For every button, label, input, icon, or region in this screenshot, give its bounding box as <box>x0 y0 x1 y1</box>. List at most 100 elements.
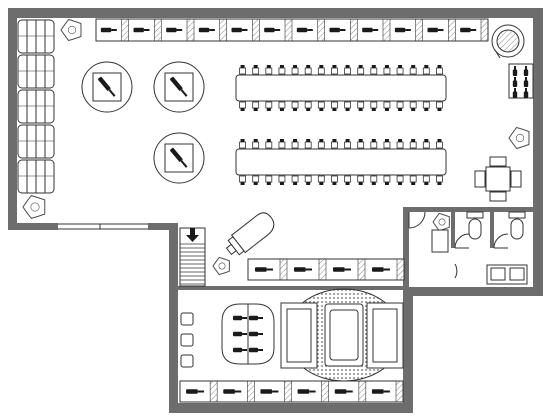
shelf-section <box>198 18 227 42</box>
barrel-icon <box>17 54 55 89</box>
shelf-section <box>260 380 292 403</box>
display-table <box>153 61 205 113</box>
chair-icon <box>291 101 299 111</box>
chair-icon <box>422 65 430 75</box>
chair-icon <box>383 139 391 149</box>
wine-bottle-icon <box>512 77 518 87</box>
chair-icon <box>396 101 404 111</box>
chair-icon <box>370 175 378 185</box>
chair-icon <box>278 139 286 149</box>
staircase <box>179 227 206 287</box>
shelf-section <box>296 18 325 42</box>
entrance-window <box>58 223 148 230</box>
chair-icon <box>409 175 417 185</box>
chair-icon <box>344 175 351 185</box>
wine-bottle-icon <box>296 27 313 33</box>
chair-icon <box>357 139 365 149</box>
potted-plant-icon <box>508 126 530 150</box>
chair-icon <box>291 139 299 149</box>
chair-icon <box>344 101 351 111</box>
chair-icon <box>278 101 286 111</box>
wine-bottle-icon <box>362 27 379 33</box>
chair-icon <box>252 175 260 185</box>
wine-bottle-icon <box>166 27 183 33</box>
wine-bottle-icon <box>223 389 242 394</box>
shelf-section <box>100 18 129 42</box>
chair-icon <box>436 101 443 111</box>
shelf-section <box>255 258 288 281</box>
lounge <box>280 288 404 382</box>
shelf-section <box>223 380 255 403</box>
chair-icon <box>396 175 404 185</box>
chair-icon <box>239 175 246 185</box>
chair-icon <box>265 65 273 75</box>
horseshoe-bottle-display <box>221 303 275 365</box>
chair-icon <box>383 65 391 75</box>
shelf-section <box>371 380 404 403</box>
round-cask <box>491 24 525 59</box>
wine-bottle-icon <box>297 389 316 394</box>
barrel-icon <box>17 124 55 159</box>
wine-bottle-icon <box>170 147 188 168</box>
wine-bottle-icon <box>427 27 444 33</box>
chair-icon <box>317 65 325 75</box>
chair-icon <box>409 65 417 75</box>
chair-icon <box>291 175 299 185</box>
chair-icon <box>331 175 338 185</box>
chair-icon <box>239 65 246 75</box>
shelf-section <box>231 18 260 42</box>
shelf-section <box>294 258 327 281</box>
chair-icon <box>422 139 430 149</box>
chair-icon <box>331 139 338 149</box>
chair-icon <box>396 139 404 149</box>
wine-bottle-icon <box>372 267 390 272</box>
chair-icon <box>396 65 404 75</box>
wine-bottle-icon <box>170 76 188 97</box>
shelf-section <box>362 18 391 42</box>
chair-icon <box>278 65 286 75</box>
chair-icon <box>422 175 430 185</box>
display-tables <box>81 61 205 184</box>
wine-bottle-icon <box>233 347 247 353</box>
chair-icon <box>344 65 351 75</box>
chair-icon <box>357 175 365 185</box>
shelf-section <box>166 18 195 42</box>
chair-icon <box>422 101 430 111</box>
wine-bottle-icon <box>394 27 411 33</box>
toilet-icon <box>508 211 526 240</box>
display-table <box>81 61 133 113</box>
sink-icon <box>486 264 528 285</box>
shelf-section <box>133 18 162 42</box>
chair-icon <box>304 101 312 111</box>
potted-plant-icon <box>212 256 230 276</box>
chair-icon <box>317 101 325 111</box>
wine-bottle-icon <box>512 88 518 98</box>
chair-icon <box>239 139 246 149</box>
shelf-section <box>372 258 405 281</box>
long-table <box>235 65 447 111</box>
wine-bottle-icon <box>233 315 247 321</box>
potted-plant-icon <box>432 212 450 232</box>
chair-icon <box>357 65 365 75</box>
chair-icon <box>252 139 260 149</box>
chair-icon <box>370 139 378 149</box>
wine-shelf-middle <box>247 258 405 281</box>
chair-icon <box>357 101 365 111</box>
down-arrow-icon <box>186 228 199 242</box>
barrel-icon <box>17 159 55 194</box>
chair-icon <box>265 139 273 149</box>
chair-icon <box>436 65 443 75</box>
chair-icon <box>304 65 312 75</box>
wine-bottle-icon <box>249 331 263 337</box>
wine-bottle-icon <box>523 88 529 98</box>
chair-icon <box>331 101 338 111</box>
shelf-section <box>333 258 366 281</box>
potted-plant-icon <box>60 18 82 42</box>
shelf-section <box>427 18 456 42</box>
chair-icon <box>383 101 391 111</box>
wine-bottle-icon <box>231 27 248 33</box>
shelf-section <box>460 18 489 42</box>
long-table <box>235 139 447 185</box>
wine-bottle-icon <box>333 267 351 272</box>
walls <box>8 8 543 413</box>
